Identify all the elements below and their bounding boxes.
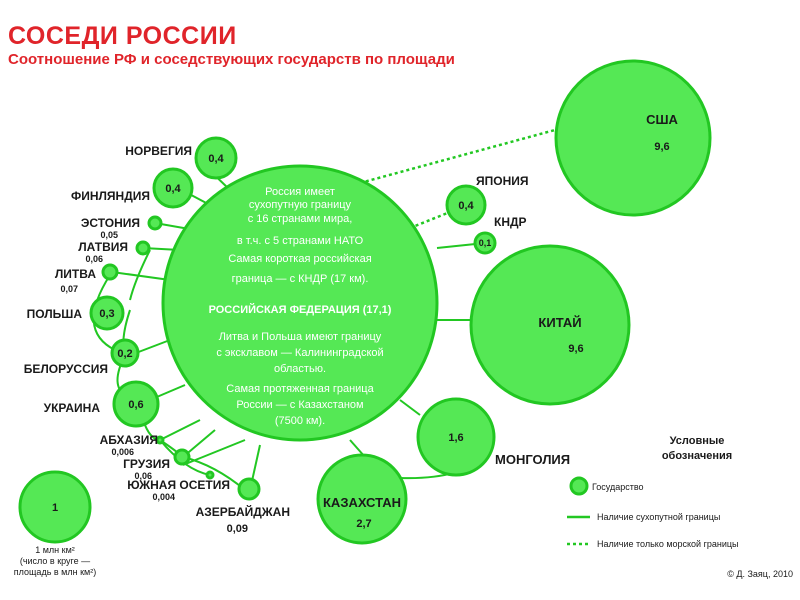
azerbaijan-label: АЗЕРБАЙДЖАН — [196, 504, 290, 519]
ukraine-label: УКРАИНА — [44, 401, 101, 415]
abkhazia-value: 0,006 — [111, 447, 134, 457]
ukraine-value: 0,6 — [128, 399, 143, 411]
norway-circle — [194, 136, 238, 180]
russia-text1-line: Россия имеет — [265, 186, 335, 198]
scale-note-line3: площадь в млн км²) — [14, 567, 96, 577]
georgia-label: ГРУЗИЯ — [123, 457, 170, 471]
japan-value: 0,4 — [458, 200, 474, 212]
abkhazia-circle — [155, 435, 165, 445]
russia-text2-line: Самая короткая российская — [228, 253, 371, 265]
lithuania-label: ЛИТВА — [55, 267, 96, 281]
page-title: СОСЕДИ РОССИИ — [8, 22, 237, 50]
scale-note-line2: (число в круге — — [20, 556, 90, 566]
legend-sea-label: Наличие только морской границы — [597, 539, 739, 549]
china-value: 9,6 — [568, 343, 583, 355]
russia-text4-line: Самая протяженная граница — [226, 383, 374, 395]
dprk-circle — [473, 231, 497, 255]
usa-label: США — [646, 112, 678, 127]
legend-title-line2: обозначения — [662, 450, 732, 462]
russia-text3-line: Литва и Польша имеют границу — [219, 331, 382, 343]
sea-border-lines — [359, 128, 556, 230]
estonia-circle — [147, 215, 163, 231]
russia-text1-line: сухопутную границу — [249, 199, 352, 211]
estonia-value: 0,05 — [100, 230, 118, 240]
azerbaijan-circle — [237, 477, 261, 501]
legend: Условные обозначения Государство Наличие… — [567, 435, 739, 549]
kazakhstan-circle — [316, 453, 408, 545]
norway-value: 0,4 — [208, 153, 224, 165]
russia-text3-line: с эксклавом — Калининградской — [216, 347, 383, 359]
belarus-value: 0,2 — [117, 348, 132, 360]
georgia-value: 0,06 — [134, 471, 152, 481]
usa-value: 9,6 — [654, 141, 669, 153]
norway-label: НОРВЕГИЯ — [125, 144, 192, 158]
lithuania-value: 0,07 — [60, 284, 78, 294]
russia-text3-line: областью. — [274, 363, 326, 375]
legend-title-line1: Условные — [670, 435, 725, 447]
abkhazia-label: АБХАЗИЯ — [100, 433, 158, 447]
dprk-label: КНДР — [494, 215, 527, 229]
dprk-value: 0,1 — [479, 238, 492, 248]
legend-state-label: Государство — [592, 482, 644, 492]
belarus-label: БЕЛОРУССИЯ — [24, 362, 108, 376]
russia-text2-line: граница — с КНДР (17 км). — [232, 273, 369, 285]
russia-text4-line: (7500 км). — [275, 415, 325, 427]
china-label: КИТАЙ — [538, 315, 581, 330]
georgia-circle — [173, 448, 191, 466]
legend-land-label: Наличие сухопутной границы — [597, 512, 720, 522]
mongolia-label: МОНГОЛИЯ — [495, 452, 570, 467]
credit: © Д. Заяц, 2010 — [727, 569, 793, 579]
scale-circle — [18, 470, 92, 544]
estonia-label: ЭСТОНИЯ — [81, 216, 140, 230]
russia-text1-line: в т.ч. с 5 странами НАТО — [237, 235, 364, 247]
azerbaijan-value: 0,09 — [227, 523, 248, 535]
mongolia-circle — [416, 397, 496, 477]
japan-label: ЯПОНИЯ — [476, 174, 529, 188]
finland-value: 0,4 — [165, 183, 181, 195]
russia-text1-line: с 16 странами мира, — [248, 213, 353, 225]
lithuania-circle — [101, 263, 119, 281]
mongolia-value: 1,6 — [448, 432, 463, 444]
china-circle — [469, 244, 631, 406]
ukraine-circle — [112, 380, 160, 428]
russia-text: Россия имеет сухопутную границу с 16 стр… — [209, 186, 392, 427]
south-ossetia-value: 0,004 — [152, 492, 175, 502]
finland-label: ФИНЛЯНДИЯ — [71, 189, 150, 203]
page-subtitle: Соотношение РФ и соседствующих государст… — [8, 51, 455, 68]
russia-text4-line: России — с Казахстаном — [236, 399, 363, 411]
latvia-label: ЛАТВИЯ — [78, 240, 128, 254]
finland-circle — [152, 167, 194, 209]
kazakhstan-label: КАЗАХСТАН — [323, 495, 401, 510]
poland-value: 0,3 — [99, 308, 114, 320]
latvia-circle — [135, 240, 151, 256]
japan-circle — [445, 184, 487, 226]
usa-circle — [554, 59, 712, 217]
legend-state-circle — [569, 476, 589, 496]
south-ossetia-circle — [205, 470, 215, 480]
south-ossetia-label: ЮЖНАЯ ОСЕТИЯ — [127, 478, 230, 492]
scale-value: 1 — [52, 502, 58, 514]
kazakhstan-value: 2,7 — [356, 518, 371, 530]
belarus-circle — [110, 338, 140, 368]
scale-note-line1: 1 млн км² — [35, 545, 75, 555]
russia-circle — [161, 164, 439, 442]
latvia-value: 0,06 — [85, 254, 103, 264]
poland-circle — [89, 295, 125, 331]
poland-label: ПОЛЬША — [27, 307, 83, 321]
russia-name: РОССИЙСКАЯ ФЕДЕРАЦИЯ (17,1) — [209, 303, 392, 316]
